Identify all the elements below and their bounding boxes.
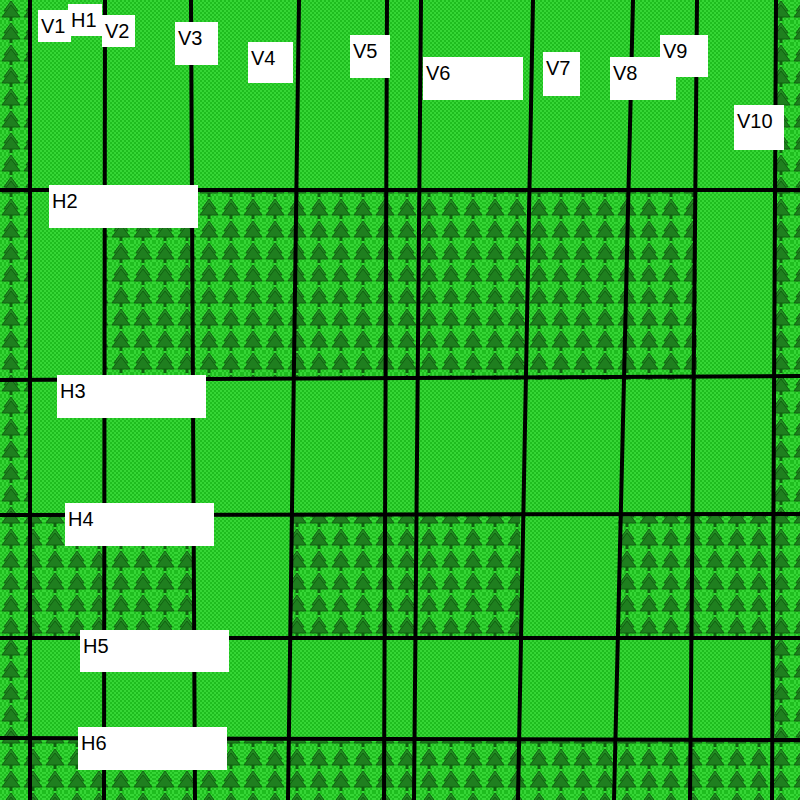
grid-label: V7 xyxy=(543,52,580,96)
grid-label: V10 xyxy=(734,105,784,150)
grid-label: H2 xyxy=(49,185,198,228)
grid-label: H5 xyxy=(80,630,229,672)
grid-label: H6 xyxy=(78,727,227,770)
grid-line xyxy=(28,0,32,800)
grid-line xyxy=(288,0,299,800)
grid-label: V9 xyxy=(660,35,708,77)
grid-label: V1 xyxy=(38,10,71,42)
forest-area xyxy=(0,0,30,800)
grid-line xyxy=(384,0,387,800)
grid-label: H3 xyxy=(57,375,206,418)
grid-label: V5 xyxy=(350,35,390,78)
grid-label: H1 xyxy=(68,4,102,36)
forest-area xyxy=(290,515,520,638)
grid-label: V4 xyxy=(248,42,293,83)
grid-line xyxy=(414,0,421,800)
grid-label: V3 xyxy=(175,22,218,65)
grid-label: H4 xyxy=(65,503,214,546)
grid-line xyxy=(614,0,633,800)
grid-label: V2 xyxy=(102,15,135,47)
grid-line xyxy=(690,0,697,800)
grid-line xyxy=(518,0,533,800)
grid-label: V6 xyxy=(423,57,523,100)
